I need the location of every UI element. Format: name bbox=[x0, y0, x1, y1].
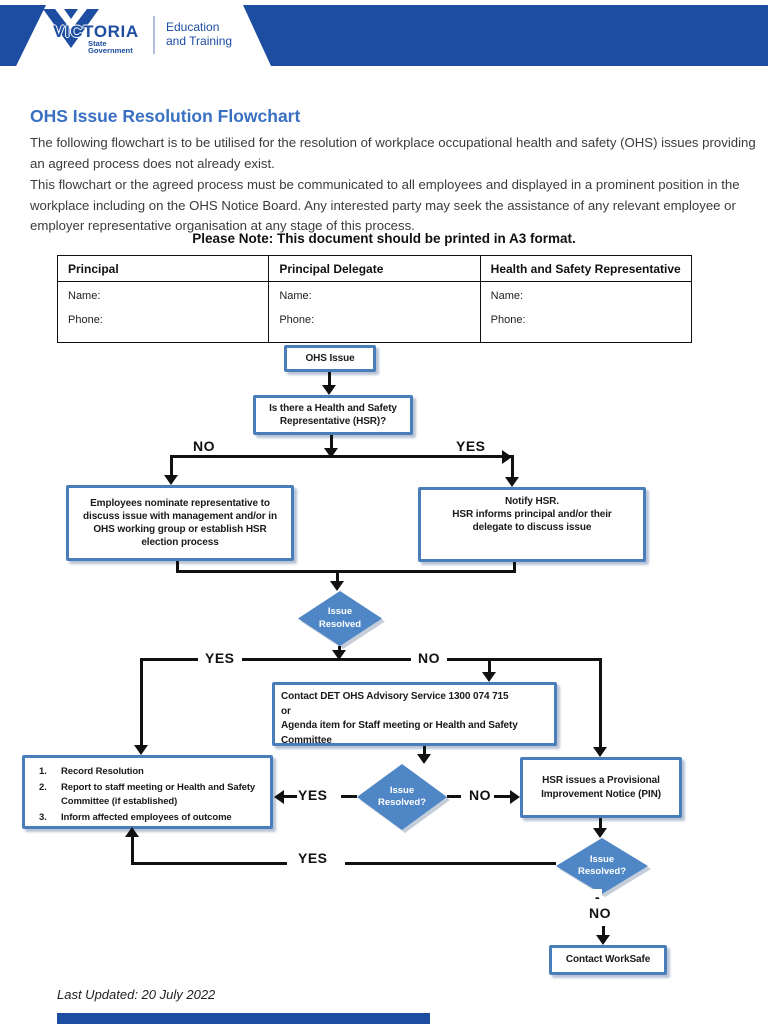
connector-line bbox=[511, 455, 514, 477]
list-item-text: Report to staff meeting or Health and Sa… bbox=[61, 781, 256, 808]
connector-line bbox=[140, 658, 143, 748]
arrowhead bbox=[332, 650, 346, 660]
label-no: NO bbox=[186, 438, 222, 454]
list-item-text: Record Resolution bbox=[61, 766, 144, 777]
node-contact-det: Contact DET OHS Advisory Service 1300 07… bbox=[272, 682, 557, 746]
connector-line bbox=[284, 795, 297, 798]
connector-line bbox=[341, 795, 357, 798]
node-notify-hsr: Notify HSR. HSR informs principal and/or… bbox=[418, 487, 646, 562]
label-yes: YES bbox=[291, 787, 335, 803]
arrowhead bbox=[274, 790, 284, 804]
banner-left-wedge bbox=[0, 5, 46, 66]
connector-line bbox=[172, 455, 514, 458]
phone-label: Phone: bbox=[279, 314, 315, 326]
node-contact-worksafe: Contact WorkSafe bbox=[549, 945, 667, 975]
arrowhead bbox=[593, 828, 607, 838]
diamond-issue-resolved-3: Issue Resolved? bbox=[556, 838, 648, 894]
col-header-hsr: Health and Safety Representative bbox=[479, 255, 693, 282]
list-item: 1. Record Resolution bbox=[39, 765, 262, 780]
connector-line bbox=[176, 570, 516, 573]
connector-line bbox=[133, 862, 287, 865]
victoria-logo-text: VICTORIA bbox=[53, 22, 139, 41]
diamond-issue-resolved-2: Issue Resolved? bbox=[357, 764, 447, 830]
arrowhead bbox=[510, 790, 520, 804]
label-no: NO bbox=[411, 650, 447, 666]
node-record-resolution: 1. Record Resolution 2. Report to staff … bbox=[22, 755, 273, 829]
connector-line bbox=[345, 862, 556, 865]
next-page-top-edge bbox=[57, 1013, 430, 1024]
arrowhead bbox=[134, 745, 148, 755]
col-header-principal-delegate: Principal Delegate bbox=[268, 255, 481, 282]
node-hsr-question: Is there a Health and Safety Representat… bbox=[253, 395, 413, 435]
connector-line bbox=[513, 562, 516, 573]
list-item: 2. Report to staff meeting or Health and… bbox=[39, 781, 262, 810]
label-yes: YES bbox=[291, 850, 335, 866]
phone-label: Phone: bbox=[490, 314, 526, 326]
connector-line bbox=[602, 926, 605, 937]
node-ohs-issue: OHS Issue bbox=[284, 345, 376, 372]
connector-line bbox=[599, 658, 602, 750]
arrowhead bbox=[505, 477, 519, 487]
name-label: Name: bbox=[279, 290, 312, 302]
arrowhead bbox=[502, 450, 512, 464]
list-item-number: 3. bbox=[39, 811, 47, 823]
contacts-table: Principal Principal Delegate Health and … bbox=[56, 255, 693, 343]
page-title: OHS Issue Resolution Flowchart bbox=[30, 106, 301, 126]
node-pin: HSR issues a Provisional Improvement Not… bbox=[520, 757, 682, 818]
connector-line bbox=[423, 746, 426, 756]
connector-line bbox=[488, 658, 491, 674]
list-item-number: 2. bbox=[39, 781, 47, 793]
arrowhead bbox=[593, 747, 607, 757]
arrowhead bbox=[330, 581, 344, 591]
label-yes: YES bbox=[198, 650, 242, 666]
last-updated-text: Last Updated: 20 July 2022 bbox=[57, 987, 216, 1002]
connector-line bbox=[336, 570, 339, 583]
cell-principal: Name: Phone: bbox=[56, 281, 270, 343]
connector-line bbox=[338, 646, 341, 653]
connector-line bbox=[131, 836, 134, 865]
dash-mark: - bbox=[593, 889, 603, 905]
record-resolution-list: 1. Record Resolution 2. Report to staff … bbox=[31, 763, 264, 825]
list-item-number: 1. bbox=[39, 766, 47, 777]
arrowhead bbox=[596, 935, 610, 945]
node-employees-nominate: Employees nominate representative to dis… bbox=[66, 485, 294, 561]
phone-label: Phone: bbox=[68, 314, 103, 326]
victoria-triangle-icon bbox=[43, 9, 99, 48]
cell-principal-delegate: Name: Phone: bbox=[268, 281, 481, 343]
intro-paragraph-1: The following flowchart is to be utilise… bbox=[30, 135, 756, 171]
arrowhead bbox=[482, 672, 496, 682]
label-yes: YES bbox=[449, 438, 493, 454]
arrowhead bbox=[322, 385, 336, 395]
connector-line bbox=[142, 658, 602, 661]
name-label: Name: bbox=[68, 290, 101, 302]
label-no: NO bbox=[582, 905, 618, 921]
department-name: Education and Training bbox=[166, 20, 233, 48]
connector-line bbox=[494, 795, 511, 798]
connector-line bbox=[176, 561, 179, 573]
list-item: 3. Inform affected employees of outcome bbox=[39, 811, 262, 826]
name-label: Name: bbox=[490, 290, 524, 302]
intro-paragraph-2: This flowchart or the agreed process mus… bbox=[30, 177, 740, 233]
connector-line bbox=[447, 795, 461, 798]
print-note: Please Note: This document should be pri… bbox=[192, 231, 576, 246]
col-header-principal: Principal bbox=[56, 255, 270, 282]
label-no: NO bbox=[462, 787, 498, 803]
arrowhead bbox=[324, 448, 338, 458]
contacts-table-body-row: Name: Phone: Name: Phone: Name: Phone: bbox=[56, 281, 693, 343]
cell-hsr: Name: Phone: bbox=[479, 281, 693, 343]
diamond-issue-resolved-1: Issue Resolved bbox=[298, 591, 382, 646]
arrowhead bbox=[164, 475, 178, 485]
header-divider bbox=[153, 16, 155, 54]
list-item-text: Inform affected employees of outcome bbox=[61, 811, 232, 823]
state-government-text: State Government bbox=[88, 39, 133, 55]
connector-line bbox=[599, 818, 602, 831]
arrowhead bbox=[417, 754, 431, 764]
connector-line bbox=[330, 435, 333, 449]
contacts-table-header-row: Principal Principal Delegate Health and … bbox=[56, 255, 693, 282]
arrowhead bbox=[125, 827, 139, 837]
banner-band bbox=[243, 5, 768, 66]
connector-line bbox=[328, 372, 331, 386]
connector-line bbox=[170, 455, 173, 476]
